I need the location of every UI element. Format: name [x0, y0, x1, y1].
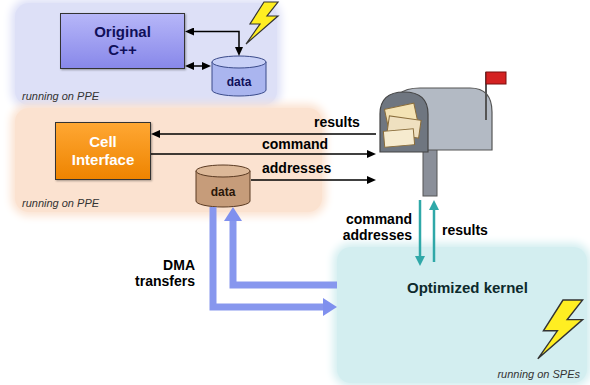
mailbox-results-arrow: [433, 210, 436, 262]
region-note: running on SPEs: [497, 368, 580, 380]
lightning-bolt: [538, 300, 583, 359]
data-cylinder: data: [211, 55, 267, 97]
mailbox-illustration: [380, 72, 506, 196]
mailbox-wires: [151, 134, 376, 180]
arrow-label: command addresses: [334, 211, 412, 243]
arrow-label: results: [314, 114, 360, 130]
dma-arrow: [213, 207, 323, 307]
mailbox-command-arrow: [419, 200, 422, 256]
box-label: Original C++: [82, 23, 164, 59]
spe-region: Optimized kernel running on SPEs: [337, 247, 587, 383]
results-arrow: [160, 133, 376, 135]
data-cylinder: data: [195, 164, 251, 208]
region-heading: Optimized kernel: [407, 279, 528, 296]
lightning-bolt: [246, 2, 278, 44]
addresses-arrow: [251, 179, 367, 181]
region-note: running on PPE: [22, 90, 99, 102]
box-label: Cell Interface: [62, 133, 144, 169]
cylinder-label: data: [211, 185, 236, 199]
arrow-label: addresses: [262, 160, 331, 176]
edge-label: DMA transfers: [121, 257, 195, 289]
process-box: Original C++: [60, 13, 185, 69]
arrow-label: command: [262, 136, 328, 152]
cylinder-label: data: [227, 75, 252, 89]
command-arrow: [151, 153, 367, 155]
interface-box: Cell Interface: [55, 122, 151, 180]
dma-arrow: [233, 221, 337, 285]
arrow-label: results: [442, 222, 488, 238]
region-note: running on PPE: [22, 197, 99, 209]
ppe-region: running on PPE Original C++ data: [15, 3, 277, 105]
data-access-arrow: [194, 65, 202, 67]
data-access-arrow: [194, 32, 239, 48]
